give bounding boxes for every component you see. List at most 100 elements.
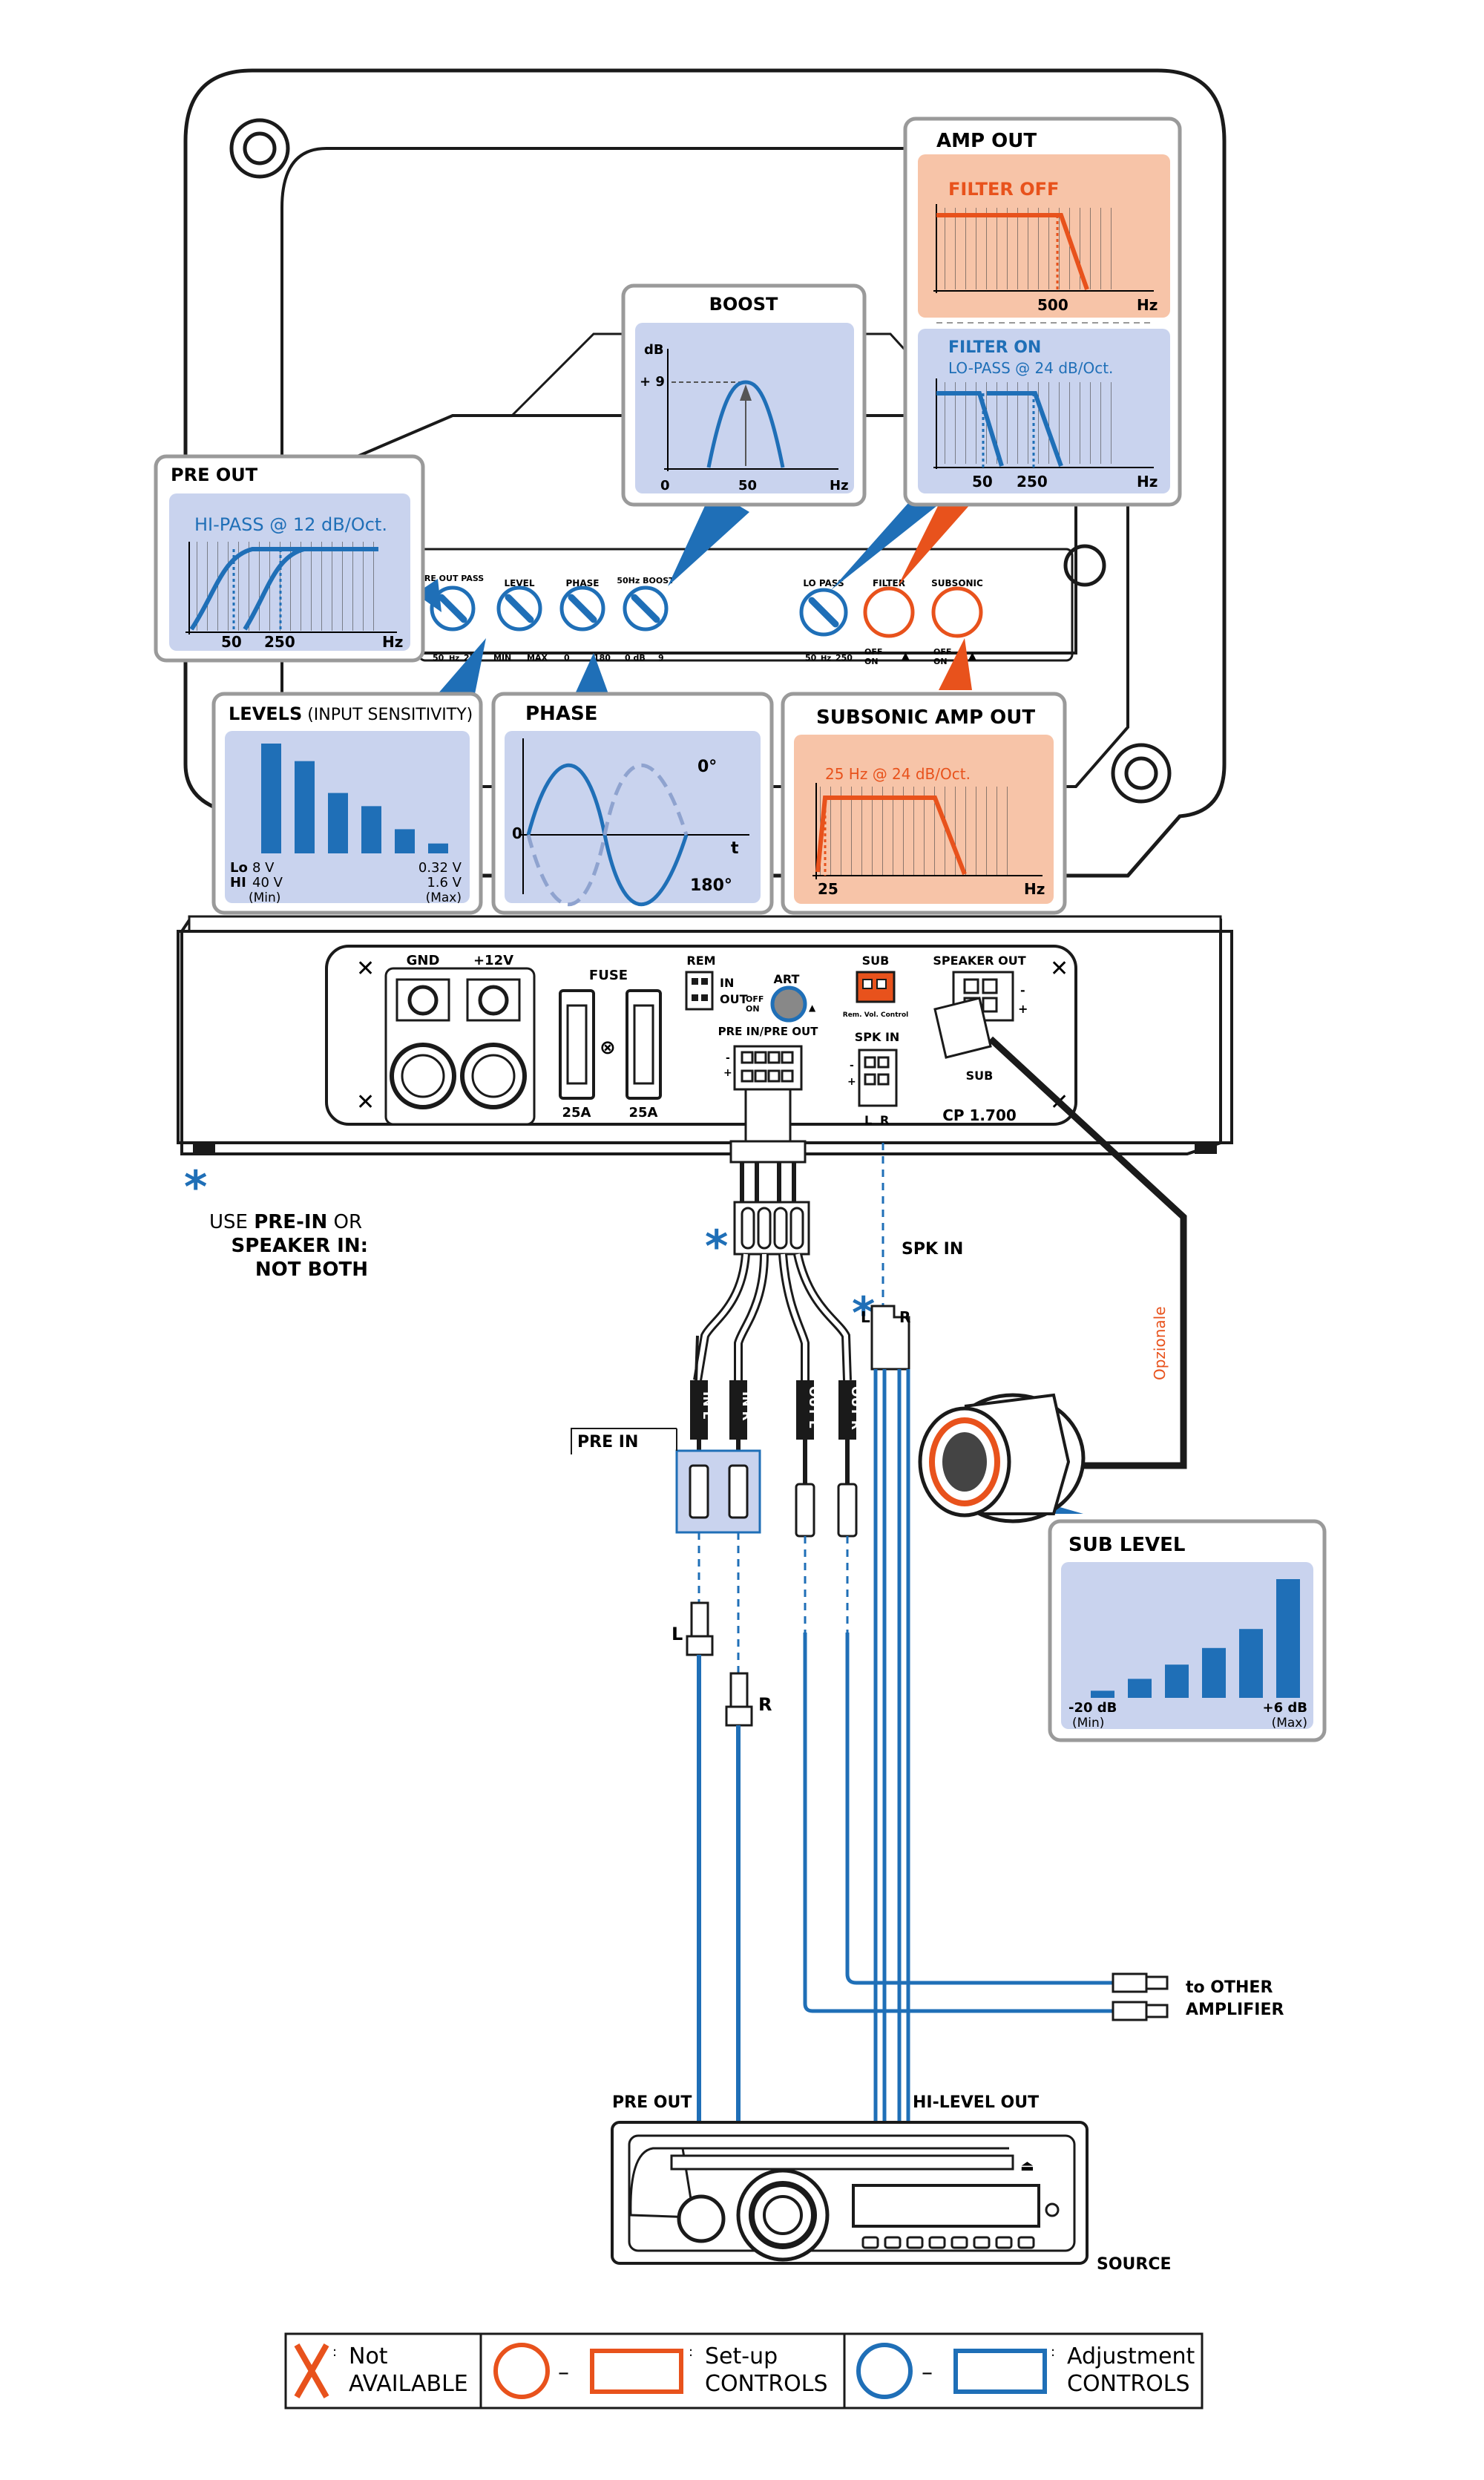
callout-wedges: [416, 490, 1083, 1514]
svg-text:25 Hz @ 24 dB/Oct.: 25 Hz @ 24 dB/Oct.: [825, 765, 971, 783]
levels-bar-chart: [261, 744, 448, 853]
svg-text:BOOST: BOOST: [709, 294, 778, 315]
levels-bar: [295, 761, 315, 853]
levels-bar: [361, 806, 381, 853]
knob-level[interactable]: LEVEL MIN MAX: [493, 578, 548, 663]
knob-phase[interactable]: PHASE 0 180: [559, 578, 611, 663]
svg-text:L: L: [672, 1624, 683, 1644]
svg-text:Set-up: Set-up: [705, 2343, 778, 2369]
svg-text:Not: Not: [349, 2343, 388, 2369]
wiring: * IN L IN R OUT L OUT R PRE IN: [571, 1036, 1284, 2122]
svg-text:Opzionale: Opzionale: [1151, 1306, 1169, 1380]
person-icon: ▲: [902, 650, 910, 662]
svg-text:0 dB: 0 dB: [625, 653, 646, 663]
svg-text:OFF: OFF: [746, 994, 764, 1004]
panel-boost: BOOST dB + 9 0 50 Hz: [621, 283, 867, 507]
rem-connector[interactable]: REM IN OUT: [685, 954, 748, 1011]
panel-subsonic: SUBSONIC AMP OUT 25 Hz @ 24 dB/Oct. 25 H…: [781, 692, 1067, 915]
power-terminals[interactable]: GND +12V: [384, 953, 536, 1126]
svg-text:-20 dB: -20 dB: [1068, 1700, 1117, 1716]
pre-in-pre-out-connector[interactable]: PRE IN/PRE OUT - +: [718, 1025, 819, 1091]
knob-pre-out[interactable]: PRE OUT PASS 50 Hz 250: [418, 574, 484, 663]
svg-text:PRE OUT PASS: PRE OUT PASS: [418, 574, 484, 583]
svg-text:50: 50: [972, 473, 993, 491]
svg-text:+: +: [847, 1076, 856, 1088]
circle-icon: [493, 2343, 550, 2399]
svg-text:ON: ON: [933, 657, 948, 666]
sub-level-bar: [1165, 1664, 1189, 1698]
svg-text:HI-PASS @ 12 dB/Oct.: HI-PASS @ 12 dB/Oct.: [194, 514, 387, 535]
knob-subsonic[interactable]: SUBSONIC OFF ON ▲: [931, 578, 983, 666]
screw-icon: ✕: [1050, 956, 1068, 982]
svg-text:PHASE: PHASE: [525, 703, 597, 725]
svg-text:1.6 V: 1.6 V: [427, 875, 462, 890]
svg-text:ART: ART: [774, 972, 800, 986]
panel-levels: LEVELS (INPUT SENSITIVITY) Lo 8 V HI 40 …: [211, 692, 483, 915]
knob-filter[interactable]: FILTER OFF ON ▲: [863, 578, 915, 666]
preset-buttons[interactable]: [861, 2236, 1035, 2249]
svg-text:+: +: [723, 1067, 732, 1079]
svg-text:9: 9: [658, 653, 664, 663]
panel-sub-level: SUB LEVEL -20 dB (Min) +6 dB (Max): [1048, 1519, 1327, 1742]
svg-text:(Max): (Max): [1272, 1716, 1307, 1731]
svg-text:50: 50: [805, 653, 817, 663]
svg-text:SUB LEVEL: SUB LEVEL: [1068, 1534, 1186, 1556]
svg-text:0: 0: [564, 653, 570, 663]
svg-text:LO PASS: LO PASS: [803, 578, 844, 588]
svg-text:Hz: Hz: [821, 655, 831, 663]
svg-text:180°: 180°: [690, 876, 732, 895]
svg-text:AMP OUT: AMP OUT: [936, 130, 1037, 152]
speaker-out-connector[interactable]: SPEAKER OUT - + SUB: [933, 954, 1028, 1083]
note-line-1: USE PRE-IN OR: [209, 1211, 362, 1233]
svg-text:Adjustment: Adjustment: [1067, 2343, 1195, 2369]
svg-text:PHASE: PHASE: [566, 578, 600, 588]
svg-text:GND: GND: [407, 953, 440, 968]
svg-text:FILTER: FILTER: [873, 578, 905, 588]
knob-boost[interactable]: 50Hz BOOST 0 dB 9: [617, 576, 674, 663]
sub-level-remote-knob[interactable]: [918, 1393, 1086, 1523]
svg-text:CONTROLS: CONTROLS: [705, 2371, 828, 2397]
svg-text:50: 50: [433, 653, 444, 663]
svg-text:IN L: IN L: [700, 1391, 715, 1419]
svg-text:0°: 0°: [697, 758, 717, 776]
sub-level-bar: [1128, 1679, 1152, 1698]
svg-text:OUT R: OUT R: [848, 1386, 863, 1430]
legend-not-available: : Not AVAILABLE: [294, 2343, 468, 2398]
svg-text:SPEAKER OUT: SPEAKER OUT: [933, 954, 1025, 968]
svg-text:–: –: [558, 2360, 569, 2386]
svg-text:Lo: Lo: [230, 860, 248, 876]
svg-text:PRE OUT: PRE OUT: [171, 465, 258, 485]
svg-text:Hz: Hz: [1137, 296, 1158, 314]
svg-text:AVAILABLE: AVAILABLE: [349, 2371, 468, 2397]
svg-text:SPK IN: SPK IN: [855, 1030, 900, 1044]
svg-text:SUB: SUB: [862, 954, 890, 968]
svg-text:40 V: 40 V: [252, 875, 283, 890]
sub-level-bar: [1239, 1629, 1263, 1698]
svg-text:ON: ON: [746, 1004, 760, 1014]
svg-text:+ 9: + 9: [640, 374, 665, 390]
svg-text:(Min): (Min): [1072, 1716, 1104, 1731]
sub-remote-connector[interactable]: SUB Rem. Vol. Control: [843, 954, 908, 1019]
usage-note: * USE PRE-IN OR SPEAKER IN: NOT BOTH: [184, 1161, 368, 1281]
fuse-block[interactable]: FUSE ⊗ 25A 25A: [559, 968, 662, 1121]
svg-text:-: -: [850, 1060, 854, 1072]
svg-text:FILTER OFF: FILTER OFF: [948, 179, 1059, 200]
art-switch[interactable]: ART OFF ON ▲: [746, 972, 816, 1023]
eject-icon: ⏏: [1020, 2156, 1034, 2174]
svg-text:NOT BOTH: NOT BOTH: [255, 1259, 368, 1281]
svg-text:50: 50: [738, 478, 757, 493]
spk-in-connector[interactable]: SPK IN - + L R: [847, 1030, 899, 1127]
circle-icon: [856, 2343, 913, 2399]
svg-text:FILTER ON: FILTER ON: [948, 338, 1041, 357]
screw-icon: ✕: [356, 1089, 375, 1115]
svg-text:500: 500: [1037, 296, 1068, 314]
svg-text:25: 25: [818, 880, 838, 898]
svg-text:LO-PASS @ 24 dB/Oct.: LO-PASS @ 24 dB/Oct.: [948, 359, 1113, 377]
svg-text:Hz: Hz: [382, 633, 403, 651]
source-head-unit[interactable]: PRE OUT HI-LEVEL OUT ⏏ SOURCE: [611, 2093, 1172, 2274]
svg-text:L: L: [864, 1113, 872, 1127]
svg-text:-: -: [1020, 983, 1025, 997]
knob-lopass[interactable]: LO PASS 50 Hz 250: [799, 578, 853, 663]
svg-text:PRE IN/PRE OUT: PRE IN/PRE OUT: [718, 1025, 819, 1038]
